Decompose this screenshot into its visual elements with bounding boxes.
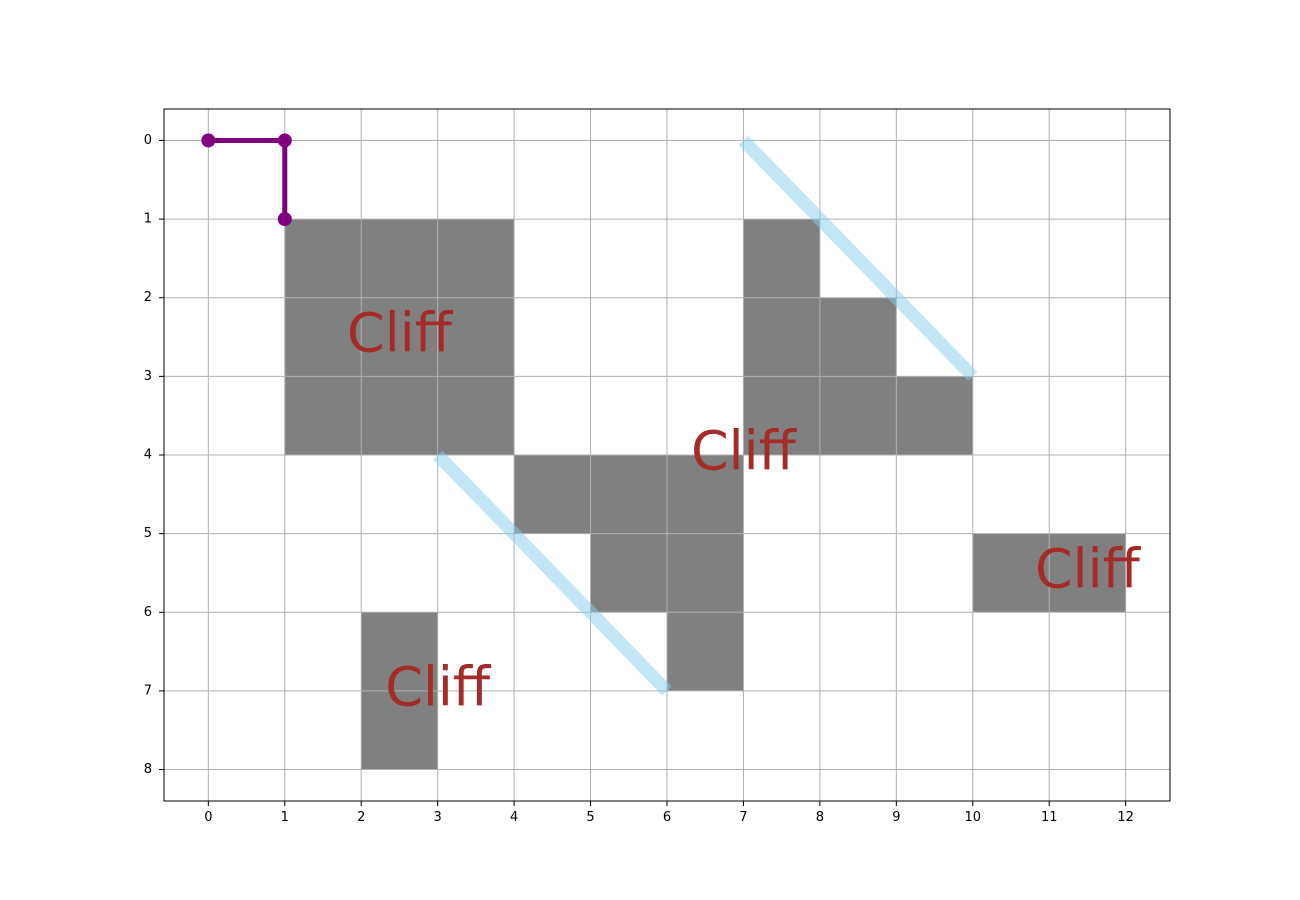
x-tick-label: 2 xyxy=(357,810,365,825)
y-tick-label: 4 xyxy=(144,448,152,463)
cliff-cell xyxy=(437,376,515,455)
wind-line xyxy=(738,135,978,381)
cliff-cell xyxy=(819,297,897,377)
cliff-label: Cliff xyxy=(691,420,798,483)
x-tick-label: 3 xyxy=(434,810,442,825)
cliff-cell xyxy=(667,612,744,691)
cliff-cell xyxy=(590,455,667,534)
cliff-cell xyxy=(437,219,515,298)
x-tick-label: 9 xyxy=(892,810,900,825)
cliff-cell xyxy=(361,612,438,691)
cliff-layer xyxy=(284,219,1126,770)
cliff-label: Cliff xyxy=(1035,538,1142,601)
cliff-cell xyxy=(972,533,1050,613)
x-tick-label: 1 xyxy=(281,810,289,825)
cliff-cell xyxy=(361,690,438,770)
cliff-cell xyxy=(361,297,438,377)
x-tick-label: 6 xyxy=(663,810,671,825)
cliff-cell xyxy=(743,297,820,377)
wind-layer xyxy=(433,135,978,696)
agent-path-point xyxy=(277,212,292,227)
cliff-cell xyxy=(590,533,667,613)
cliff-label: Cliff xyxy=(385,656,492,719)
y-tick-label: 7 xyxy=(144,683,152,698)
cliff-cell xyxy=(361,376,438,455)
cliff-cell xyxy=(819,376,897,455)
y-tick-label: 2 xyxy=(144,290,152,305)
cliff-cell xyxy=(1049,533,1126,613)
cliff-cell xyxy=(743,376,820,455)
y-tick-label: 6 xyxy=(144,605,152,620)
cliff-cell xyxy=(667,533,744,613)
x-tick-label: 12 xyxy=(1117,810,1134,825)
x-tick-label: 5 xyxy=(586,810,594,825)
y-tick-label: 8 xyxy=(144,762,152,777)
cliff-cell xyxy=(284,376,362,455)
y-tick-label: 5 xyxy=(144,526,152,541)
y-tick-label: 1 xyxy=(144,212,152,227)
x-tick-label: 11 xyxy=(1041,810,1058,825)
cliff-cell xyxy=(743,219,820,298)
wind-line xyxy=(433,450,672,696)
y-tick-label: 3 xyxy=(144,369,152,384)
agent-path-point xyxy=(201,133,216,148)
agent-path-layer xyxy=(201,133,292,227)
cliff-cell xyxy=(896,376,973,455)
cliff-cell xyxy=(514,455,591,534)
x-tick-label: 7 xyxy=(739,810,747,825)
cliff-cell xyxy=(361,219,438,298)
cliff-cell xyxy=(284,219,362,298)
y-tick-label: 0 xyxy=(144,133,152,148)
x-tick-label: 8 xyxy=(816,810,824,825)
cliff-cell xyxy=(667,455,744,534)
x-tick-label: 0 xyxy=(204,810,212,825)
cliff-label: Cliff xyxy=(347,302,454,365)
x-tick-label: 10 xyxy=(965,810,982,825)
cliff-cell xyxy=(437,297,515,377)
agent-path-point xyxy=(277,133,292,148)
cliff-cell xyxy=(284,297,362,377)
y-axis: 0 1 2 3 4 5 6 7 8 xyxy=(144,133,164,777)
x-tick-label: 4 xyxy=(510,810,518,825)
